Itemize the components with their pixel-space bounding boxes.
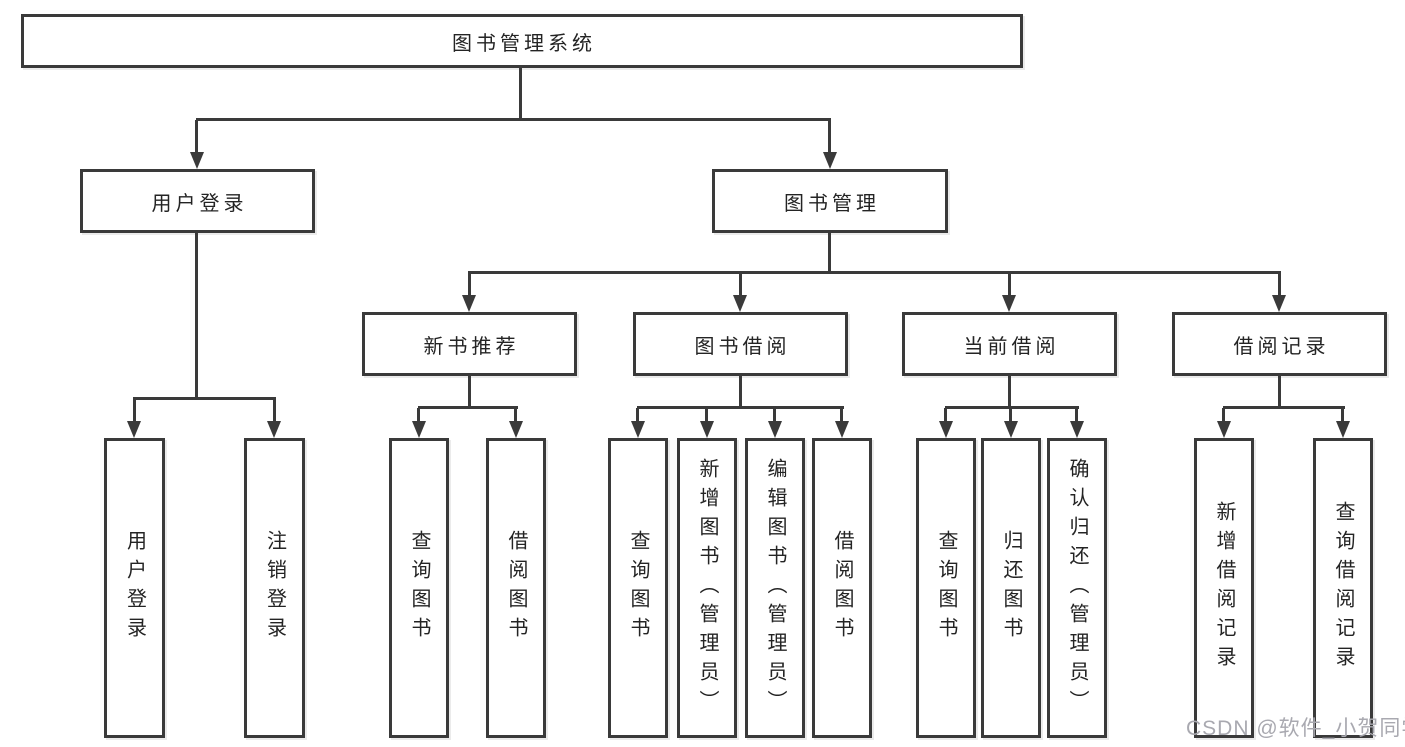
arrowhead-borrow-records — [1272, 295, 1286, 312]
leaf-borrow-books-recommend-label: 借阅图书 — [505, 530, 527, 646]
arrowhead-current-borrow — [1002, 295, 1016, 312]
connector-stub-book-borrow — [739, 273, 742, 295]
node-root: 图书管理系统 — [21, 14, 1023, 68]
connector-book-borrow-drop — [739, 375, 742, 408]
leaf-edit-book-admin: 编辑图书（管理员） — [745, 438, 805, 738]
csdn-watermark: CSDN @软件_小贺同学 — [1186, 717, 1405, 740]
leaf-logout-label: 注销登录 — [263, 530, 286, 646]
connector-stub — [944, 408, 947, 421]
arrowhead — [1004, 421, 1018, 438]
arrowhead — [700, 421, 714, 438]
leaf-query-books-current: 查询图书 — [916, 438, 976, 738]
connector-stub — [1009, 408, 1012, 421]
connector-stub — [773, 408, 776, 421]
connector-borrow-records-drop — [1278, 375, 1281, 408]
leaf-query-books-borrow: 查询图书 — [608, 438, 668, 738]
node-book-management: 图书管理 — [712, 169, 948, 233]
arrowhead — [1217, 421, 1231, 438]
node-book-management-label: 图书管理 — [784, 192, 880, 215]
connector-root-trunk — [519, 67, 522, 120]
connector-stub-user-login — [195, 120, 198, 154]
connector-stub — [1341, 408, 1344, 421]
leaf-user-login-label: 用户登录 — [123, 530, 146, 646]
connector-stub — [1222, 408, 1225, 421]
connector-level3-rail — [468, 271, 1281, 274]
node-user-login: 用户登录 — [80, 169, 315, 233]
connector-stub — [840, 408, 843, 421]
leaf-return-books: 归还图书 — [981, 438, 1041, 738]
arrowhead-leaf-logout — [267, 421, 281, 438]
leaf-borrow-books-label: 借阅图书 — [831, 530, 853, 646]
leaf-query-books-recommend: 查询图书 — [389, 438, 449, 738]
node-current-borrow-label: 当前借阅 — [963, 335, 1060, 358]
leaf-confirm-return-admin-label: 确认归还（管理员） — [1066, 457, 1088, 719]
connector-stub-current-borrow — [1008, 273, 1011, 295]
leaf-logout: 注销登录 — [244, 438, 305, 738]
arrowhead-leaf-login — [127, 421, 141, 438]
connector-user-login-rail — [133, 397, 276, 400]
connector-new-book-drop — [468, 375, 471, 408]
connector-stub-leaf-logout — [273, 399, 276, 421]
connector-new-book-rail — [418, 406, 518, 409]
connector-level2-rail — [196, 118, 831, 121]
connector-user-login-drop — [195, 232, 198, 399]
node-new-book-recommend-label: 新书推荐 — [423, 335, 520, 358]
node-new-book-recommend: 新书推荐 — [362, 312, 577, 376]
leaf-user-login: 用户登录 — [104, 438, 165, 738]
leaf-query-books-current-label: 查询图书 — [935, 530, 957, 646]
connector-stub — [636, 408, 639, 421]
arrowhead-book-borrow — [733, 295, 747, 312]
arrowhead — [1070, 421, 1084, 438]
leaf-add-borrow-record: 新增借阅记录 — [1194, 438, 1254, 738]
node-borrow-records: 借阅记录 — [1172, 312, 1387, 376]
connector-current-borrow-drop — [1008, 375, 1011, 408]
leaf-borrow-books: 借阅图书 — [812, 438, 872, 738]
connector-book-borrow-rail — [637, 406, 844, 409]
arrowhead — [939, 421, 953, 438]
connector-stub-book-management — [828, 120, 831, 154]
connector-stub-new-book — [468, 273, 471, 295]
connector-book-management-drop — [828, 232, 831, 273]
connector-stub — [1075, 408, 1078, 421]
connector-borrow-records-rail — [1223, 406, 1345, 409]
node-root-label: 图书管理系统 — [452, 32, 596, 55]
arrowhead — [768, 421, 782, 438]
arrowhead — [1336, 421, 1350, 438]
node-borrow-records-label: 借阅记录 — [1233, 335, 1330, 358]
leaf-edit-book-admin-label: 编辑图书（管理员） — [764, 457, 786, 719]
connector-stub — [417, 408, 420, 421]
leaf-query-borrow-record-label: 查询借阅记录 — [1332, 501, 1354, 675]
leaf-query-books-recommend-label: 查询图书 — [408, 530, 430, 646]
leaf-add-book-admin: 新增图书（管理员） — [677, 438, 737, 738]
arrowhead — [835, 421, 849, 438]
leaf-add-borrow-record-label: 新增借阅记录 — [1213, 501, 1235, 675]
leaf-confirm-return-admin: 确认归还（管理员） — [1047, 438, 1107, 738]
node-user-login-label: 用户登录 — [151, 192, 248, 215]
node-book-borrow-label: 图书借阅 — [694, 335, 791, 358]
arrowhead-user-login — [190, 152, 204, 169]
arrowhead — [509, 421, 523, 438]
connector-stub-borrow-records — [1278, 273, 1281, 295]
node-current-borrow: 当前借阅 — [902, 312, 1117, 376]
node-book-borrow: 图书借阅 — [633, 312, 848, 376]
connector-current-borrow-rail — [945, 406, 1079, 409]
leaf-add-book-admin-label: 新增图书（管理员） — [696, 457, 718, 719]
connector-stub — [705, 408, 708, 421]
leaf-query-borrow-record: 查询借阅记录 — [1313, 438, 1373, 738]
arrowhead-book-management — [823, 152, 837, 169]
leaf-borrow-books-recommend: 借阅图书 — [486, 438, 546, 738]
leaf-return-books-label: 归还图书 — [1000, 530, 1022, 646]
leaf-query-books-borrow-label: 查询图书 — [627, 530, 649, 646]
connector-stub-leaf-login — [133, 399, 136, 421]
connector-stub — [514, 408, 517, 421]
arrowhead — [631, 421, 645, 438]
arrowhead — [412, 421, 426, 438]
arrowhead-new-book — [462, 295, 476, 312]
